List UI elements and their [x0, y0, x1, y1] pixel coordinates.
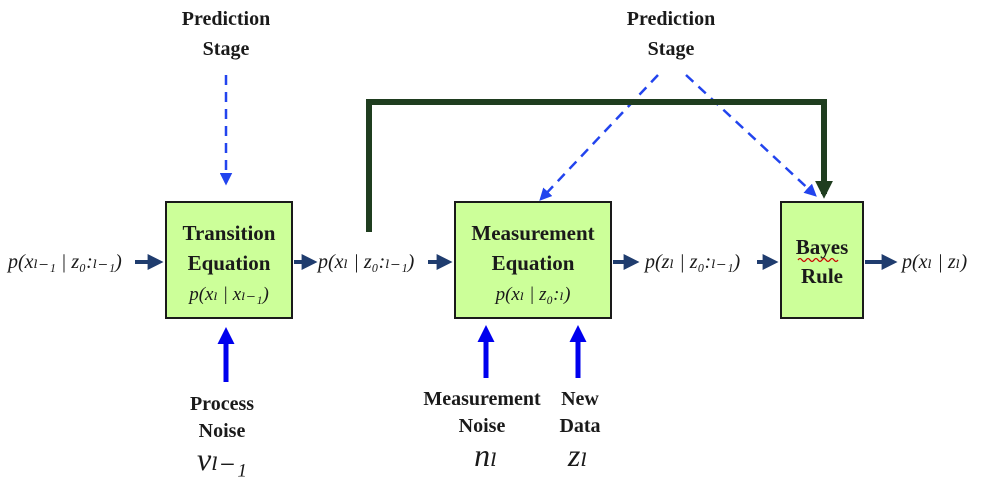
measurement-box-title-line2: Equation	[492, 251, 575, 275]
measurement-noise-label-line1: Measurement	[423, 388, 541, 410]
flow-label-after-transition: p(xₗ | z₀:ₗ₋₁)	[316, 251, 415, 273]
spellcheck-underline	[797, 257, 839, 263]
process-noise-label-line2: Noise	[199, 420, 246, 442]
bayes-box-title-line2: Rule	[801, 264, 843, 288]
measurement-noise-symbol: nₗ	[474, 437, 498, 473]
transition-equation-box: Transition Equation p(xₗ | xₗ₋₁)	[165, 201, 293, 319]
flow-label-input: p(xₗ₋₁ | z₀:ₗ₋₁)	[6, 251, 122, 273]
measurement-box-title-line1: Measurement	[471, 221, 594, 245]
process-noise-label-line1: Process	[190, 393, 254, 415]
new-data-symbol: zₗ	[567, 437, 588, 473]
prediction-stage-label-left-line2: Stage	[203, 38, 250, 60]
transition-box-title-line1: Transition	[183, 221, 276, 245]
prediction-stage-label-left-line1: Prediction	[182, 8, 271, 30]
bayes-rule-box: Bayes Rule	[780, 201, 864, 319]
flow-label-after-measurement: p(zₗ | z₀:ₗ₋₁)	[643, 251, 741, 273]
new-data-label-line1: New	[561, 388, 599, 410]
new-data-label-line2: Data	[559, 415, 600, 437]
dashed-arrow-to-bayes	[685, 74, 817, 197]
process-noise-symbol: vₗ₋₁	[197, 441, 247, 477]
transition-box-formula: p(xₗ | xₗ₋₁)	[187, 284, 269, 305]
measurement-box-formula: p(xₗ | z₀:ₗ)	[494, 284, 571, 305]
dashed-arrow-to-measurement	[539, 74, 659, 201]
measurement-equation-box: Measurement Equation p(xₗ | z₀:ₗ)	[454, 201, 612, 319]
prediction-stage-label-right-line2: Stage	[648, 38, 695, 60]
flow-label-output: p(xₗ | zₗ)	[900, 251, 968, 273]
prediction-stage-label-right-line1: Prediction	[627, 8, 716, 30]
bayes-box-title-line1: Bayes	[796, 235, 849, 259]
measurement-noise-label-line2: Noise	[459, 415, 506, 437]
feedback-arrow	[366, 99, 833, 232]
transition-box-title-line2: Equation	[188, 251, 271, 275]
